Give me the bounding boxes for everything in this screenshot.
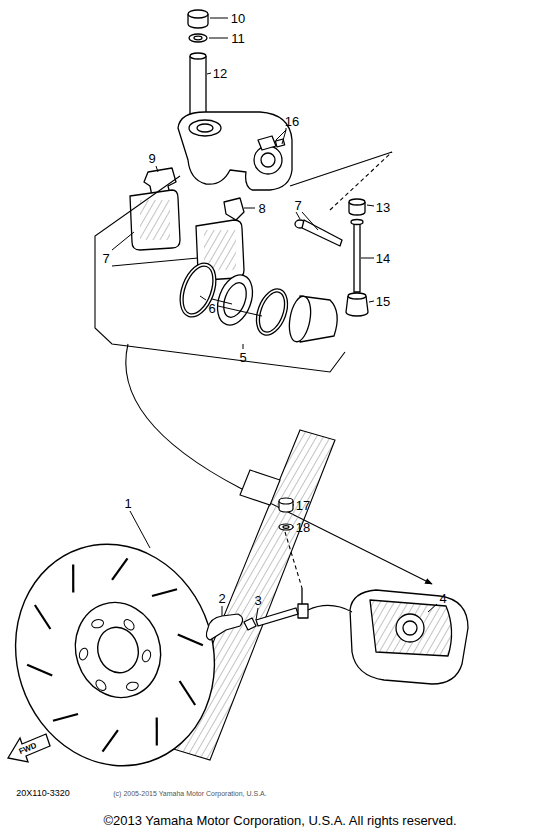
callout-number: 17 bbox=[296, 499, 310, 512]
disc-slot bbox=[112, 558, 127, 580]
callout-number: 2 bbox=[218, 592, 225, 605]
disc-hole bbox=[91, 619, 104, 629]
callout-number: 16 bbox=[285, 115, 299, 128]
disc-hole bbox=[126, 681, 139, 691]
disc-slot bbox=[156, 717, 158, 745]
callout-number: 6 bbox=[208, 302, 215, 315]
disc-slot bbox=[103, 730, 118, 752]
disc-slot bbox=[152, 589, 177, 596]
disc-slot bbox=[178, 635, 203, 646]
disc-slot bbox=[72, 564, 74, 592]
disc-slot bbox=[53, 714, 78, 721]
callout-number: 12 bbox=[213, 67, 227, 80]
callout-number: 15 bbox=[376, 295, 390, 308]
callout-number: 4 bbox=[439, 592, 446, 605]
reference-note: (c) 2005-2015 Yamaha Motor Corporation, … bbox=[113, 790, 266, 797]
disc-slot bbox=[27, 665, 52, 676]
callout-number: 14 bbox=[376, 252, 390, 265]
callout-number: 7 bbox=[102, 252, 109, 265]
reference-note: 20X110-3320 bbox=[16, 789, 69, 798]
disc-hole bbox=[122, 618, 136, 632]
disc-hole bbox=[78, 647, 89, 661]
callout-number: 8 bbox=[258, 202, 265, 215]
callout-number: 7 bbox=[294, 199, 301, 212]
callout-number: 9 bbox=[148, 152, 155, 165]
disc-hole bbox=[94, 678, 108, 692]
callout-number: 5 bbox=[239, 351, 246, 364]
callout-number: 10 bbox=[231, 12, 245, 25]
callout-number: 11 bbox=[231, 32, 245, 45]
disc-hole bbox=[141, 649, 152, 663]
callout-number: 13 bbox=[376, 201, 390, 214]
disc-slot bbox=[180, 681, 196, 705]
callout-number: 18 bbox=[296, 521, 310, 534]
callout-number: 3 bbox=[254, 594, 261, 607]
disc-slot bbox=[35, 605, 51, 629]
callout-number: 1 bbox=[124, 497, 131, 510]
copyright-caption: ©2013 Yamaha Motor Corporation, U.S.A. A… bbox=[103, 814, 456, 827]
